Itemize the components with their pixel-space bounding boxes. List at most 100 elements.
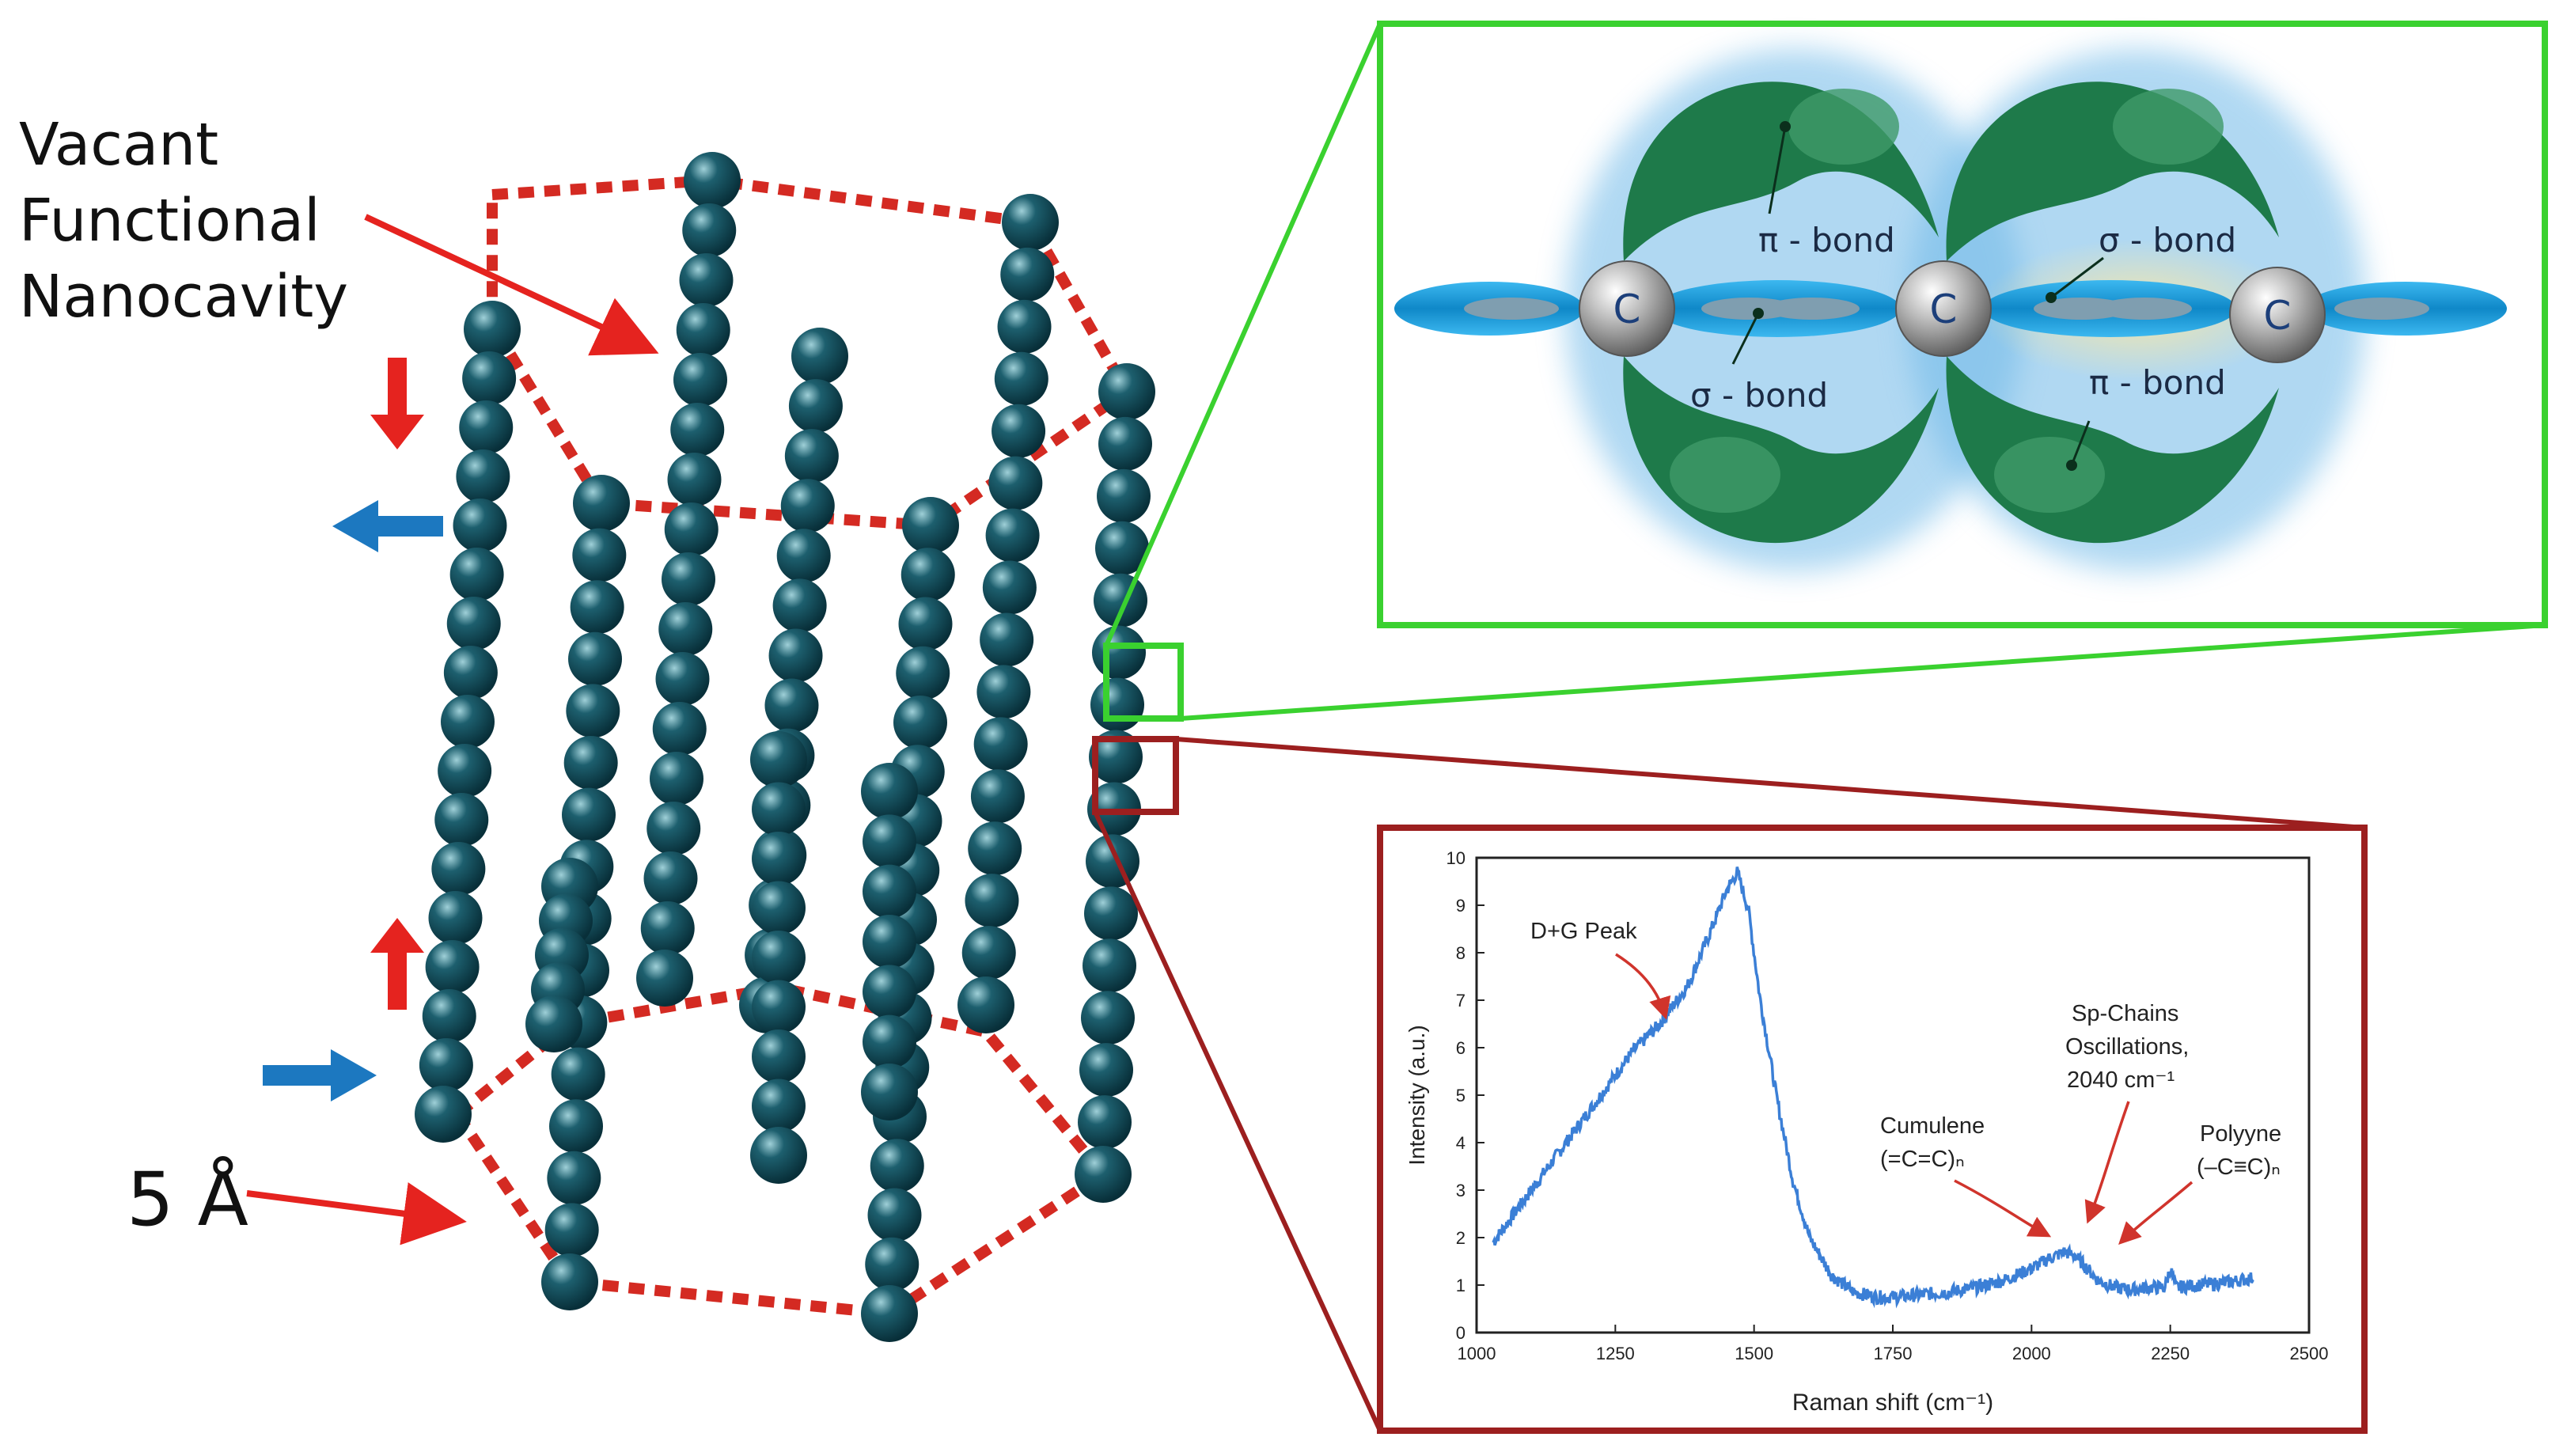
chain-atom: [965, 874, 1019, 928]
chain-atom: [976, 665, 1031, 719]
chain-atom: [562, 787, 616, 842]
chain-atom: [865, 1237, 919, 1291]
chain-atom: [1098, 416, 1152, 471]
sigma-core-1: [1464, 298, 1559, 320]
chain-atom: [791, 328, 848, 385]
chain-atom: [646, 802, 701, 855]
y-tick-label: 8: [1456, 943, 1466, 963]
chain-atom: [459, 400, 514, 454]
chain-atom: [684, 152, 741, 209]
carbon-atom-3: [2229, 267, 2326, 363]
y-tick-label: 2: [1456, 1228, 1466, 1248]
pi-shade-4: [1994, 437, 2105, 513]
chain-atom: [988, 456, 1043, 510]
chain-atom: [752, 881, 806, 935]
chain-atom: [664, 502, 719, 556]
carbon-atom-1: [1579, 260, 1675, 357]
chain-atom: [415, 1086, 472, 1143]
chain-atom: [893, 696, 947, 749]
chain-atom: [566, 684, 620, 738]
chain-atom: [985, 508, 1040, 563]
chain-atom: [456, 449, 510, 503]
chain-atom: [772, 578, 827, 633]
chain-atom: [682, 203, 737, 257]
sigma-bond-label-right: σ - bond: [2099, 221, 2236, 260]
green-connector-top: [1104, 22, 1382, 647]
chain-atom: [453, 499, 507, 552]
chain-atom: [750, 731, 807, 788]
carbon-atom-2: [1895, 260, 1992, 357]
chain-atom: [902, 497, 959, 554]
chain-atom: [670, 403, 725, 457]
x-tick-label: 1000: [1458, 1344, 1496, 1363]
sigma-core-4: [2334, 298, 2429, 320]
chain-atom: [572, 528, 627, 582]
scale-label: 5 Å: [127, 1155, 248, 1243]
chain-atom: [662, 552, 715, 606]
chain-atom: [970, 769, 1025, 824]
chain-atom: [752, 1029, 806, 1083]
annotation-polyyne-arrow-icon: [2118, 1181, 2194, 1245]
bond-orbital-panel: C C C π - bond σ - bond σ - bond π - bon…: [1377, 21, 2548, 628]
chain-atom: [1090, 677, 1144, 732]
annotation-sp-line-1: Sp-Chains: [2072, 1001, 2178, 1026]
spectrum-panel-frame: [1377, 825, 2368, 1434]
annotation-polyyne-line-2: (–C≡C)ₙ: [2197, 1155, 2281, 1180]
sigma-bond-label-left: σ - bond: [1690, 376, 1828, 415]
y-tick-label: 9: [1456, 896, 1466, 916]
annotation-cumulene-line-1: Cumulene: [1880, 1113, 1985, 1139]
chain-atom: [992, 404, 1046, 458]
chain-atom: [764, 678, 819, 733]
red-connector-top: [1175, 737, 2365, 830]
chain-atom: [544, 1203, 599, 1257]
annotation-cumulene-arrow-icon: [1954, 1179, 2052, 1238]
chain-atom: [752, 980, 806, 1034]
chain-atom: [449, 548, 504, 601]
cavity-label-line-3: Nanocavity: [19, 263, 348, 331]
chain-atom: [957, 976, 1014, 1033]
sigma-pointer-line-2: [2050, 256, 2104, 299]
carbon-label-1: C: [1613, 286, 1641, 332]
chain-atom: [867, 1188, 922, 1242]
pi-bond-label-bottom: π - bond: [2089, 363, 2226, 402]
y-tick-label: 10: [1447, 848, 1466, 868]
chain-atom: [673, 353, 727, 407]
chain-atom: [780, 479, 835, 533]
chain-atom: [863, 864, 916, 919]
chain-atom: [1089, 730, 1143, 784]
chain-atom: [425, 940, 480, 994]
raman-spectrum-line: [1492, 866, 2254, 1309]
cavity-label-line-2: Functional: [19, 187, 320, 255]
y-tick-label: 4: [1456, 1133, 1466, 1153]
red-connector-bottom: [1093, 810, 1382, 1432]
chain-atom: [752, 782, 806, 836]
chain-atom: [863, 1014, 916, 1069]
chain-atom: [982, 560, 1037, 615]
y-tick-label: 7: [1456, 991, 1466, 1010]
chain-atom: [788, 379, 843, 434]
x-axis-label: Raman shift (cm⁻¹): [1792, 1390, 1993, 1416]
carbon-label-3: C: [2264, 293, 2292, 339]
annotation-dg-peak: D+G Peak: [1530, 919, 1637, 944]
chain-atom: [658, 602, 713, 656]
chain-atom: [679, 253, 734, 307]
scale-pointer-arrow-icon: [246, 1182, 467, 1246]
chain-atom: [863, 915, 916, 969]
chain-atom: [636, 950, 693, 1007]
chain-atom: [870, 1139, 924, 1193]
chain-atom: [994, 351, 1048, 406]
annotation-sp-line-2: Oscillations,: [2065, 1034, 2189, 1060]
chain-atom: [968, 821, 1022, 876]
chain-atom: [997, 299, 1052, 354]
x-tick-label: 1750: [1874, 1344, 1913, 1363]
chain-atom: [861, 1285, 918, 1342]
chain-atom: [549, 1099, 603, 1154]
annotation-sp-line-3: 2040 cm⁻¹: [2067, 1067, 2175, 1093]
cavity-label-line-1: Vacant: [19, 111, 218, 179]
compression-arrow-up-icon: [370, 918, 424, 1010]
chain-atom: [1092, 625, 1146, 680]
chain-atom: [551, 1047, 605, 1101]
chain-atom: [464, 301, 521, 358]
